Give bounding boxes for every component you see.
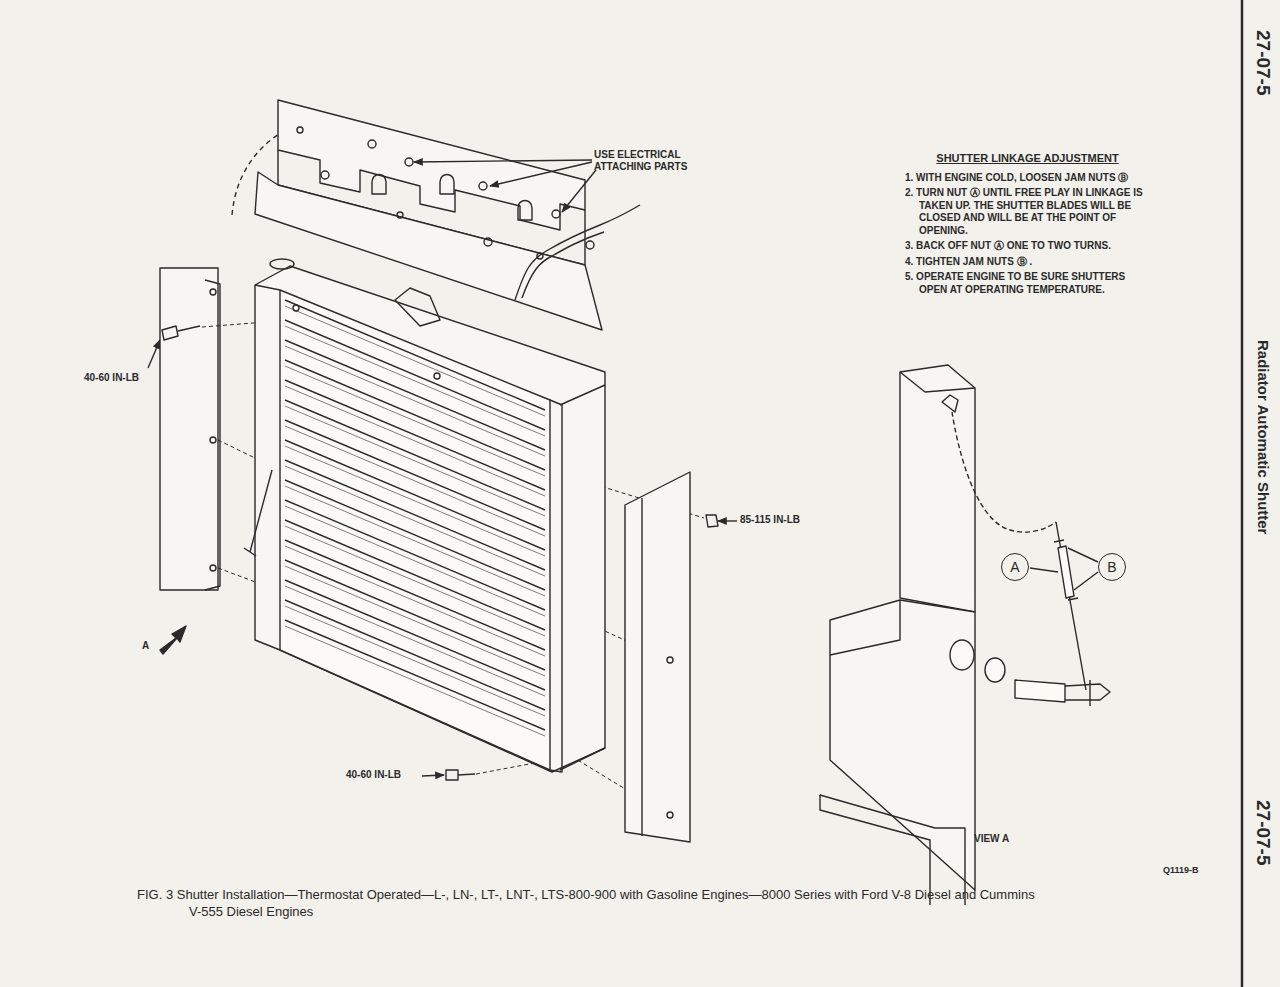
drawing-path <box>372 175 386 195</box>
drawing-circle <box>210 289 216 295</box>
shutter-frame <box>244 290 562 772</box>
drawing-path <box>255 285 280 290</box>
page-header: Radiator Automatic Shutter <box>1254 340 1272 534</box>
callout-label: VIEW A <box>974 833 1034 845</box>
drawing-g <box>148 0 1242 987</box>
callout-label: 40-60 IN-LB <box>346 769 426 781</box>
drawing-circle <box>321 171 329 179</box>
notes-heading: SHUTTER LINKAGE ADJUSTMENT <box>905 152 1150 166</box>
view-arrow <box>160 626 186 654</box>
drawing-path <box>440 175 454 195</box>
drawing-line <box>414 160 592 162</box>
radiator <box>255 259 605 772</box>
shutter-rod <box>244 470 272 556</box>
page-header: 27-07-5 <box>1251 30 1274 96</box>
drawing-circle <box>586 241 594 249</box>
drawing-path <box>395 288 440 326</box>
drawing-ellipse <box>950 640 974 670</box>
adjustment-step: 1. WITH ENGINE COLD, LOOSEN JAM NUTS Ⓑ <box>905 172 1150 185</box>
adjustment-step: 4. TIGHTEN JAM NUTS Ⓑ . <box>905 256 1150 269</box>
drawing-line <box>148 340 160 368</box>
callout-letter: A <box>1010 559 1019 575</box>
callout-label: 85-115 IN-LB <box>740 514 830 526</box>
drawing-circle <box>484 238 492 246</box>
drawing-path <box>641 498 642 836</box>
drawing-line <box>476 762 540 774</box>
drawing-rect <box>160 268 218 590</box>
drawing-circle <box>368 140 376 148</box>
drawing-line <box>422 775 444 776</box>
linkage-rod <box>1056 522 1086 690</box>
drawing-path <box>706 515 718 527</box>
drawing-circle <box>405 158 413 166</box>
drawing-path <box>550 400 562 772</box>
drawing-line <box>562 170 596 212</box>
drawing-path <box>446 770 475 780</box>
drawing-path <box>255 266 605 772</box>
drawing-circle <box>479 182 487 190</box>
drawing-circle <box>397 212 403 218</box>
drawing-path <box>1065 680 1110 706</box>
drawing-circle <box>434 373 440 379</box>
wire-clips <box>368 140 594 249</box>
wire-harness <box>515 205 640 300</box>
drawing-circle <box>667 657 673 663</box>
view-a-detail <box>820 365 1110 905</box>
drawing-ellipse <box>270 259 294 269</box>
adjustment-notes: SHUTTER LINKAGE ADJUSTMENT 1. WITH ENGINE… <box>905 152 1150 299</box>
callout-letter: B <box>1107 559 1116 575</box>
drawing-path <box>285 300 545 730</box>
drawing-path <box>900 365 975 612</box>
drawing-path <box>1054 540 1078 600</box>
left-baffle <box>160 268 220 590</box>
page-rule <box>1241 0 1244 987</box>
drawing-circle <box>297 127 303 133</box>
drawing-line <box>718 520 737 521</box>
callout-label: Q1119-B <box>1163 865 1223 876</box>
page-header: 27-07-5 <box>1251 800 1274 866</box>
drawing-path <box>900 372 975 392</box>
callout-label: 40-60 IN-LB <box>84 372 164 384</box>
drawing-circle <box>667 812 673 818</box>
callout-circle: B <box>1098 553 1126 581</box>
drawing-path <box>625 472 690 842</box>
drawing-path <box>942 395 958 412</box>
drawing-path <box>162 326 200 340</box>
callout-circle: A <box>1001 553 1029 581</box>
drawing-path <box>830 600 900 655</box>
drawing-path <box>285 306 545 736</box>
drawing-circle <box>552 210 560 218</box>
figure-caption: FIG. 3 Shutter Installation—Thermostat O… <box>137 887 1049 921</box>
drawing-path <box>830 600 975 890</box>
callout-label: USE ELECTRICAL ATTACHING PARTS <box>594 149 698 173</box>
drawing-circle <box>210 437 216 443</box>
adjustment-step: 2. TURN NUT Ⓐ UNTIL FREE PLAY IN LINKAGE… <box>905 187 1150 237</box>
thermostat-cable <box>952 412 1056 532</box>
drawing-path <box>560 385 605 770</box>
drawing-path <box>280 290 550 770</box>
callout-label: A <box>142 640 156 652</box>
drawing-path <box>1015 680 1065 702</box>
callout-leaders <box>1030 548 1098 590</box>
drawing-line <box>490 162 592 186</box>
drawing-ellipse <box>985 658 1005 682</box>
right-baffle <box>625 472 690 842</box>
drawing-circle <box>293 305 299 311</box>
turnbuckle <box>1058 546 1074 598</box>
drawing-path <box>518 201 532 221</box>
adjustment-step: 5. OPERATE ENGINE TO BE SURE SHUTTERS OP… <box>905 271 1150 296</box>
drawing-circle <box>210 565 216 571</box>
adjustment-step: 3. BACK OFF NUT Ⓐ ONE TO TWO TURNS. <box>905 240 1150 253</box>
